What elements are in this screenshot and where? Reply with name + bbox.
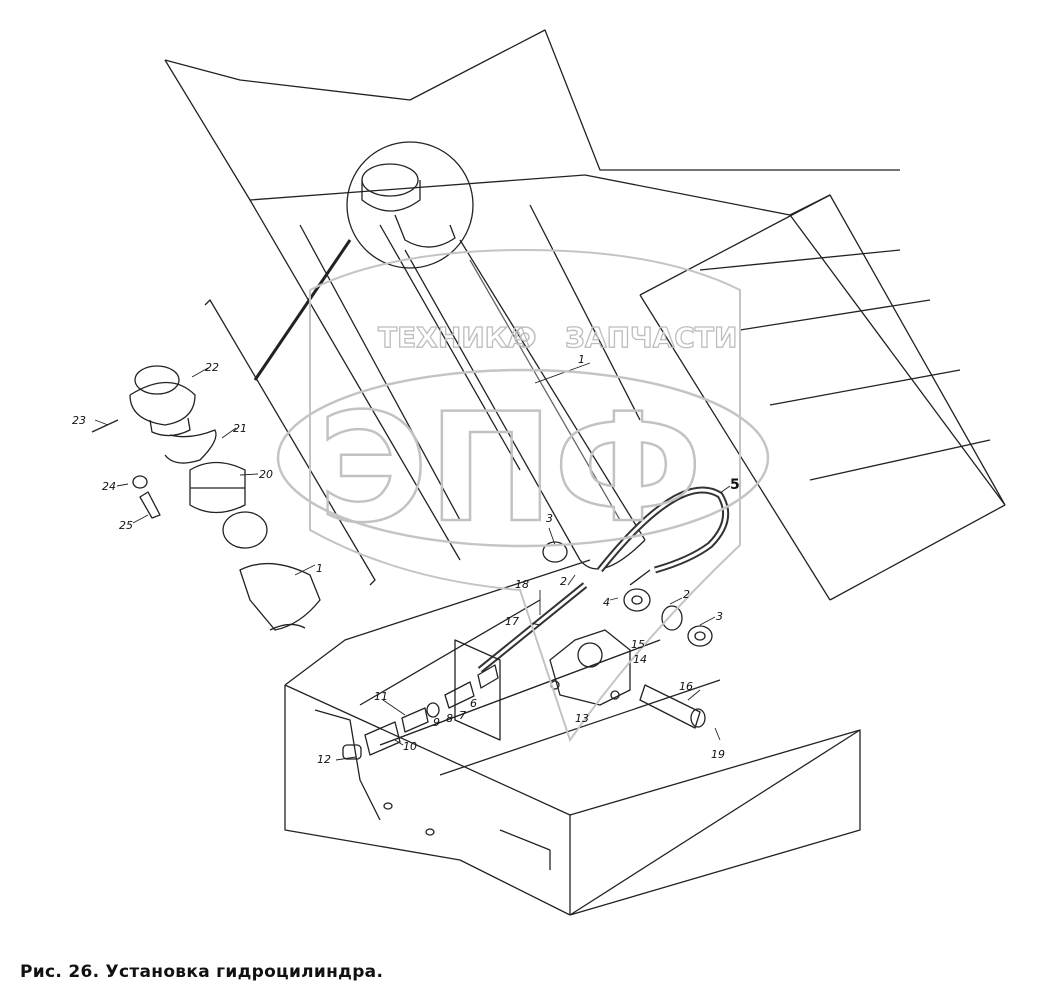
callout-13: 13	[575, 712, 589, 725]
dump-body-outline	[164, 29, 1006, 601]
valve-fittings	[342, 664, 499, 760]
callout-8: 8	[446, 712, 453, 725]
callout-1-lower: 1	[316, 562, 323, 575]
bushing-3-right	[687, 625, 713, 647]
watermark-line1-left: ТЕХНИКА	[378, 321, 530, 354]
callout-22: 22	[205, 361, 219, 374]
callout-23: 23	[72, 414, 86, 427]
detail-magnifier	[253, 141, 474, 381]
cylinder-bracket	[454, 629, 631, 741]
callout-19: 19	[711, 748, 725, 761]
callout-6: 6	[470, 697, 477, 710]
watermark-big: ЭПФ	[318, 382, 702, 556]
pin-16	[639, 684, 706, 729]
watermark-line1-right: ЗАПЧАСТИ	[565, 321, 737, 354]
callout-5: 5	[730, 477, 740, 493]
callout-18: 18	[515, 578, 529, 591]
callout-11: 11	[374, 690, 388, 703]
callout-24: 24	[102, 480, 116, 493]
callout-20: 20	[259, 468, 273, 481]
ball-joint-exploded	[91, 299, 376, 631]
callout-17: 17	[505, 615, 519, 628]
callout-25: 25	[119, 519, 133, 532]
callout-2-left: 2	[560, 575, 567, 588]
callout-3-left: 3	[546, 512, 553, 525]
leader-lines	[94, 362, 731, 761]
callout-labels: 1 1 2 2 3 3 4 5 6 7 8 9 10 11 12 13 14 1…	[72, 353, 740, 766]
callout-4: 4	[603, 596, 610, 609]
hydraulic-cylinder-installation-diagram: ТЕХНИКА ЗАПЧАСТИ ЭПФ 1 1 2 2 3 3 4 5 6 7…	[72, 29, 1006, 916]
callout-1-upper: 1	[578, 353, 585, 366]
hose-5	[597, 486, 730, 586]
gear-icon	[514, 326, 536, 348]
watermark: ТЕХНИКА ЗАПЧАСТИ ЭПФ	[276, 248, 770, 743]
callout-7: 7	[459, 709, 466, 722]
callout-16: 16	[679, 680, 693, 693]
callout-9: 9	[433, 716, 440, 729]
bushing-2-right	[661, 605, 683, 631]
callout-15: 15	[631, 638, 645, 651]
eye-4	[623, 588, 651, 612]
bushing-3-left	[542, 541, 568, 563]
callout-3-right: 3	[716, 610, 723, 623]
callout-21: 21	[233, 422, 247, 435]
callout-2-right: 2	[683, 588, 690, 601]
figure-caption: Рис. 26. Установка гидроцилиндра.	[20, 962, 384, 982]
callout-10: 10	[403, 740, 417, 753]
callout-14: 14	[633, 653, 647, 666]
callout-12: 12	[317, 753, 331, 766]
